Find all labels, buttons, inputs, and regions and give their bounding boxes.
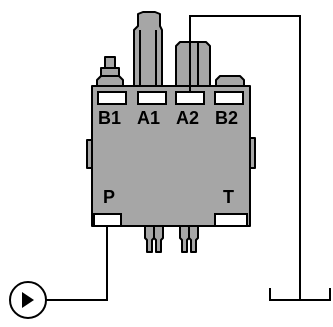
port-b1 (97, 91, 127, 105)
label-b1: B1 (98, 108, 121, 128)
label-p: P (103, 187, 115, 207)
spool-housing-right (175, 41, 211, 87)
relief-valve-knob (96, 56, 124, 87)
port-t (214, 213, 248, 227)
pump-icon (9, 281, 58, 319)
label-a2: A2 (176, 108, 199, 128)
spool-housing-left (133, 11, 163, 87)
label-t: T (223, 187, 234, 207)
line-p-to-pump (58, 226, 108, 301)
label-a1: A1 (137, 108, 160, 128)
port-b2 (214, 91, 244, 105)
label-b2: B2 (215, 108, 238, 128)
line-a2-to-tank (189, 15, 301, 300)
port-p (93, 213, 122, 227)
right-cap (215, 75, 245, 87)
port-a2 (175, 91, 205, 105)
tank-icon (269, 288, 331, 301)
valve-block (86, 85, 256, 227)
port-a1 (137, 91, 167, 105)
bottom-stems (144, 225, 199, 253)
